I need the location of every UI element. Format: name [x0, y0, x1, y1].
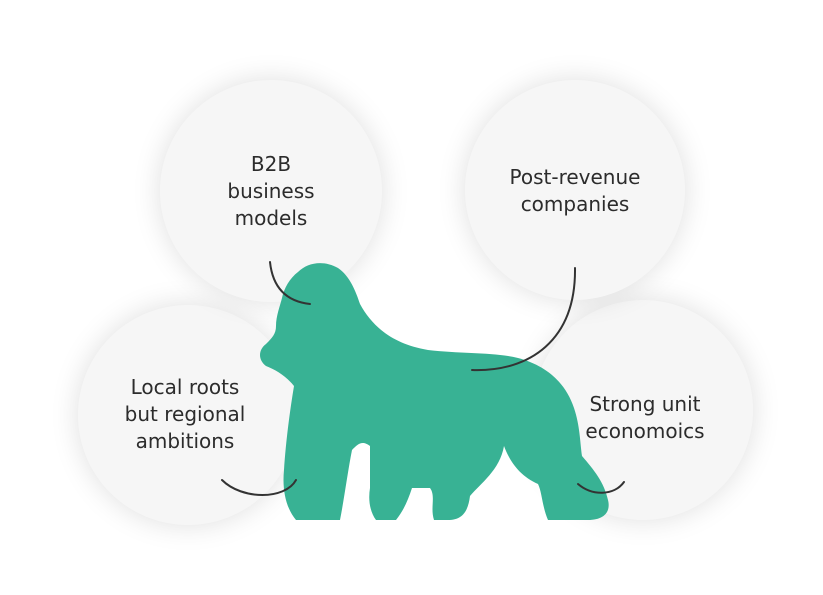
connector-line-unit-economics [577, 481, 625, 494]
feature-label-post-revenue: Post-revenue companies [475, 164, 675, 218]
feature-label-line: but regional [124, 402, 246, 426]
feature-label-b2b: B2B business models [171, 151, 371, 232]
feature-label-local-roots: Local roots but regional ambitions [85, 374, 285, 455]
feature-label-line: B2B [250, 152, 292, 176]
feature-label-line: Local roots [130, 375, 240, 399]
feature-label-line: Strong unit [589, 392, 701, 416]
feature-label-line: companies [520, 192, 630, 216]
feature-bubble-post-revenue [465, 80, 685, 300]
connector-line-b2b [269, 261, 311, 305]
feature-label-unit-economics: Strong unit economoics [545, 391, 745, 445]
feature-label-line: economoics [585, 419, 705, 443]
connector-line-local-roots [221, 479, 297, 496]
feature-label-line: business [227, 179, 315, 203]
feature-label-line: models [234, 206, 308, 230]
connector-lines [221, 261, 625, 496]
connector-line-post-revenue [471, 267, 577, 372]
gorilla-silhouette-icon [260, 263, 609, 520]
feature-label-line: ambitions [135, 429, 235, 453]
feature-label-line: Post-revenue [509, 165, 641, 189]
feature-bubble-local-roots [78, 305, 298, 525]
